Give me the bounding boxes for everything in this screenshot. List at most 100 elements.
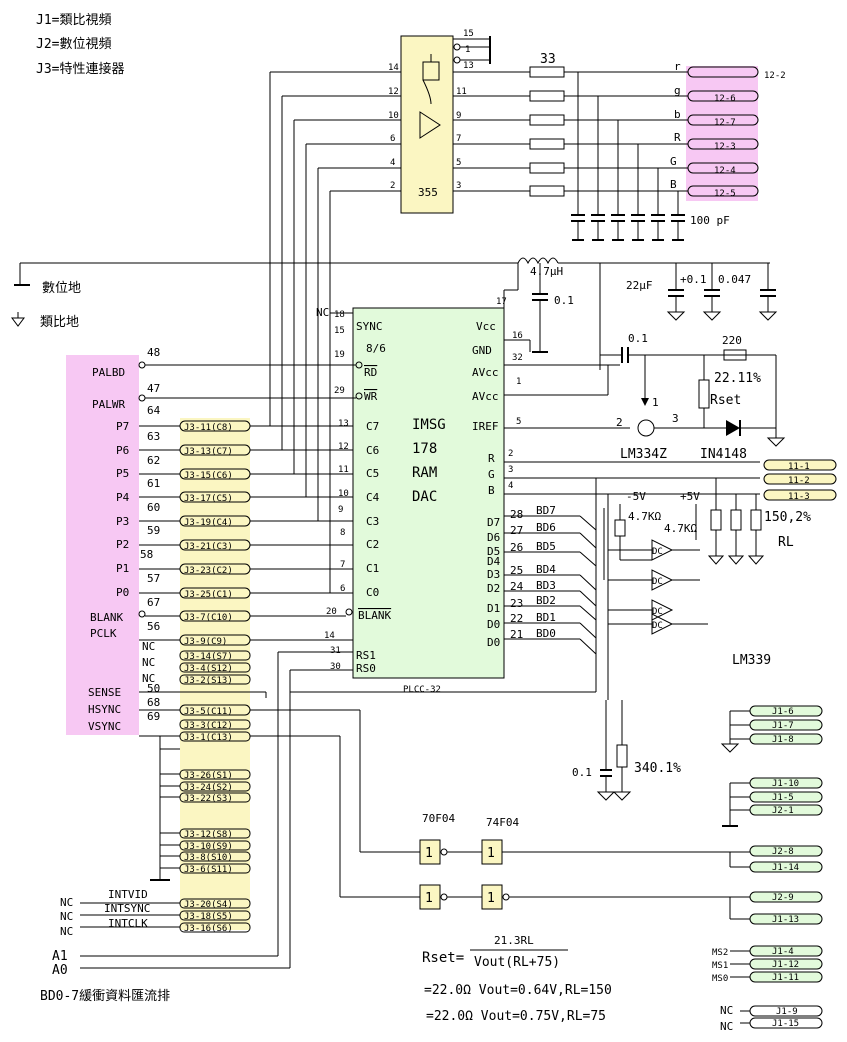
svg-text:28: 28 [510, 508, 523, 521]
svg-text:g: g [674, 84, 681, 97]
svg-text:INTSYNC: INTSYNC [104, 902, 150, 915]
svg-text:9: 9 [456, 111, 461, 121]
svg-text:NC: NC [316, 306, 329, 319]
svg-text:J3-26(S1): J3-26(S1) [184, 771, 233, 781]
svg-text:DAC: DAC [412, 489, 437, 505]
svg-text:P2: P2 [116, 538, 129, 551]
svg-text:PCLK: PCLK [90, 627, 117, 640]
svg-text:J1-15: J1-15 [772, 1019, 799, 1029]
svg-text:J3-23(C2): J3-23(C2) [184, 566, 233, 576]
svg-text:0.1: 0.1 [554, 294, 574, 307]
svg-text:C4: C4 [366, 491, 380, 504]
svg-text:63: 63 [147, 430, 160, 443]
pcb-connector: PALBD PALWR P7 P6 P5 P4 P3 P2 P1 P0 BLAN… [88, 346, 161, 733]
svg-text:J1-10: J1-10 [772, 779, 799, 789]
svg-text:=22.0Ω Vout=0.75V,RL=75: =22.0Ω Vout=0.75V,RL=75 [426, 1009, 606, 1024]
rgb-output-block [686, 66, 758, 201]
svg-text:12: 12 [388, 87, 399, 97]
svg-text:PALBD: PALBD [92, 366, 125, 379]
svg-text:VSYNC: VSYNC [88, 720, 121, 733]
svg-text:21.3RL: 21.3RL [494, 934, 534, 947]
svg-text:MS2: MS2 [712, 948, 728, 958]
svg-text:NC: NC [142, 672, 155, 685]
svg-text:P7: P7 [116, 420, 129, 433]
j3-pins: J3-11(C8) J3-13(C7) J3-15(C6) J3-17(C5) … [179, 420, 251, 934]
svg-text:12-6: 12-6 [714, 94, 736, 104]
svg-text:AVcc: AVcc [472, 390, 499, 403]
svg-text:14: 14 [388, 63, 399, 73]
svg-text:59: 59 [147, 524, 160, 537]
svg-text:RAM: RAM [412, 465, 437, 481]
svg-text:8: 8 [340, 528, 345, 538]
svg-text:P4: P4 [116, 491, 130, 504]
svg-text:C3: C3 [366, 515, 379, 528]
svg-text:3: 3 [508, 465, 513, 475]
svg-text:J3-5(C11): J3-5(C11) [184, 707, 233, 717]
svg-text:SYNC: SYNC [356, 320, 383, 333]
svg-text:R: R [488, 452, 495, 465]
svg-text:5: 5 [516, 417, 521, 427]
svg-text:1: 1 [465, 45, 470, 55]
svg-text:50: 50 [147, 682, 160, 695]
svg-text:J3-14(S7): J3-14(S7) [184, 652, 233, 662]
svg-text:BD4: BD4 [536, 563, 556, 576]
svg-text:PALWR: PALWR [92, 398, 125, 411]
svg-text:11: 11 [338, 465, 349, 475]
svg-text:INTCLK: INTCLK [108, 917, 148, 930]
svg-text:24: 24 [510, 580, 524, 593]
svg-text:D2: D2 [487, 582, 500, 595]
svg-text:Rset: Rset [710, 393, 741, 408]
svg-text:1: 1 [425, 891, 433, 906]
svg-text:J1-7: J1-7 [772, 721, 794, 731]
svg-text:A0: A0 [52, 963, 68, 978]
svg-text:30: 30 [330, 662, 341, 672]
svg-text:22: 22 [510, 612, 523, 625]
svg-text:6: 6 [390, 134, 395, 144]
svg-text:J3-4(S12): J3-4(S12) [184, 664, 233, 674]
svg-text:RS1: RS1 [356, 649, 376, 662]
svg-text:12-3: 12-3 [714, 142, 736, 152]
svg-text:5: 5 [456, 158, 461, 168]
j3-column [180, 418, 250, 930]
svg-text:RD: RD [364, 366, 377, 379]
svg-text:11: 11 [456, 87, 467, 97]
rgb-output-labels: r g b R G B 12-2 12-6 12-7 12-3 12-4 12-… [670, 60, 786, 199]
svg-text:68: 68 [147, 696, 160, 709]
svg-text:NC: NC [60, 896, 73, 909]
svg-text:NC: NC [720, 1020, 733, 1033]
svg-text:10: 10 [338, 489, 349, 499]
svg-text:J3-9(C9): J3-9(C9) [184, 637, 227, 647]
svg-text:4: 4 [508, 481, 513, 491]
svg-text:60: 60 [147, 501, 160, 514]
svg-text:0.047: 0.047 [718, 273, 751, 286]
svg-text:8/6: 8/6 [366, 342, 386, 355]
rset-formula: Rset= 21.3RL Vout(RL+75) =22.0Ω Vout=0.6… [422, 934, 612, 1024]
svg-text:SENSE: SENSE [88, 686, 121, 699]
svg-text:20: 20 [326, 607, 337, 617]
svg-text:J3-2(S13): J3-2(S13) [184, 676, 233, 686]
svg-text:J1-4: J1-4 [772, 947, 794, 957]
svg-text:J1-11: J1-11 [772, 973, 799, 983]
svg-text:1: 1 [487, 891, 495, 906]
svg-text:J3-24(S2): J3-24(S2) [184, 783, 233, 793]
svg-text:150,2%: 150,2% [764, 510, 811, 525]
svg-text:MS0: MS0 [712, 974, 728, 984]
svg-text:J3-11(C8): J3-11(C8) [184, 423, 233, 433]
svg-text:D0: D0 [487, 636, 500, 649]
svg-text:D0: D0 [487, 618, 500, 631]
svg-text:12-5: 12-5 [714, 189, 736, 199]
svg-text:J3-16(S6): J3-16(S6) [184, 924, 233, 934]
svg-text:J3-15(C6): J3-15(C6) [184, 471, 233, 481]
svg-text:3: 3 [672, 412, 679, 425]
svg-text:BD0: BD0 [536, 627, 556, 640]
svg-text:D1: D1 [487, 602, 500, 615]
buffer-chip-355: 355 14 12 10 6 4 2 11 9 7 5 3 15 1 13 [388, 29, 491, 214]
svg-text:J3-3(C12): J3-3(C12) [184, 721, 233, 731]
svg-text:J3-20(S4): J3-20(S4) [184, 900, 233, 910]
svg-text:18: 18 [334, 310, 345, 320]
svg-text:19: 19 [334, 350, 345, 360]
svg-text:J1-13: J1-13 [772, 915, 799, 925]
pcb-connector-block [66, 355, 139, 735]
svg-text:WR: WR [364, 390, 378, 403]
